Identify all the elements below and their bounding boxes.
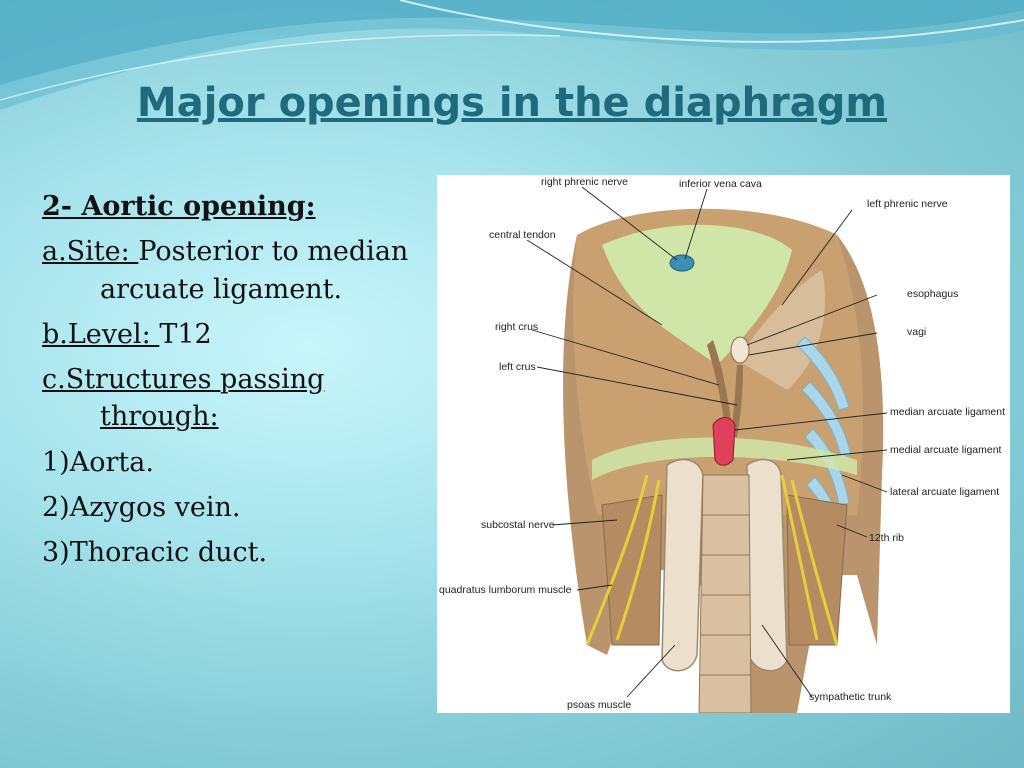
psoas-left (661, 458, 704, 672)
list-item: 1)Aorta. (42, 446, 154, 478)
label-inferior-vena-cava: inferior vena cava (679, 178, 762, 190)
central-tendon-shape (602, 224, 792, 365)
left-dome-shade (737, 270, 826, 390)
site-label: a.Site: (42, 236, 139, 268)
vertebral-lines (700, 514, 751, 676)
leader-lines (526, 186, 888, 698)
level-label: b.Level: (42, 318, 160, 350)
site-value: Posterior to median arcuate ligament. (100, 236, 409, 305)
slide-title: Major openings in the diaphragm (136, 80, 888, 126)
level-value: T12 (159, 318, 212, 350)
decorative-swoosh (0, 0, 1024, 110)
list-item: 2)Azygos vein. (42, 491, 241, 523)
list-item: 3)Thoracic duct. (42, 537, 268, 568)
level-line: b.Level: T12 (42, 316, 422, 353)
diaphragm-illustration: right phrenic nerve inferior vena cava l… (437, 175, 1010, 713)
label-right-phrenic-nerve: right phrenic nerve (541, 176, 628, 188)
label-left-crus: left crus (499, 361, 536, 373)
psoas-right (746, 458, 788, 672)
left-crus-shape (731, 365, 743, 437)
site-line: a.Site: Posterior to median arcuate liga… (42, 233, 422, 308)
quadratus-left (601, 494, 663, 646)
label-lateral-arcuate-ligament: lateral arcuate ligament (890, 486, 999, 498)
nerves (585, 474, 839, 646)
diaphragm-drawing: right phrenic nerve inferior vena cava l… (439, 176, 1005, 713)
label-medial-arcuate-ligament: medial arcuate ligament (890, 444, 1002, 456)
section-heading: 2- Aortic opening: (42, 191, 316, 222)
aortic-opening (712, 417, 736, 466)
label-esophagus: esophagus (907, 288, 958, 300)
label-median-arcuate-ligament: median arcuate ligament (890, 406, 1005, 418)
content-text: 2- Aortic opening: a.Site: Posterior to … (42, 188, 422, 579)
label-psoas-muscle: psoas muscle (567, 699, 631, 711)
label-left-phrenic-nerve: left phrenic nerve (867, 198, 948, 210)
structures-label: c.Structures passing through: (42, 364, 325, 433)
vertebral-column (698, 474, 752, 713)
right-crus-shape (707, 340, 733, 435)
esophagus-opening (730, 336, 750, 364)
label-central-tendon: central tendon (489, 229, 556, 241)
label-quadratus-lumborum-muscle: quadratus lumborum muscle (439, 584, 572, 596)
label-12th-rib: 12th rib (869, 532, 904, 544)
label-right-crus: right crus (495, 321, 538, 333)
label-sympathetic-trunk: sympathetic trunk (809, 691, 892, 703)
label-vagi: vagi (907, 326, 926, 338)
label-subcostal-nerve: subcostal nerve (481, 519, 555, 531)
arcuate-ligament-band (592, 437, 857, 480)
